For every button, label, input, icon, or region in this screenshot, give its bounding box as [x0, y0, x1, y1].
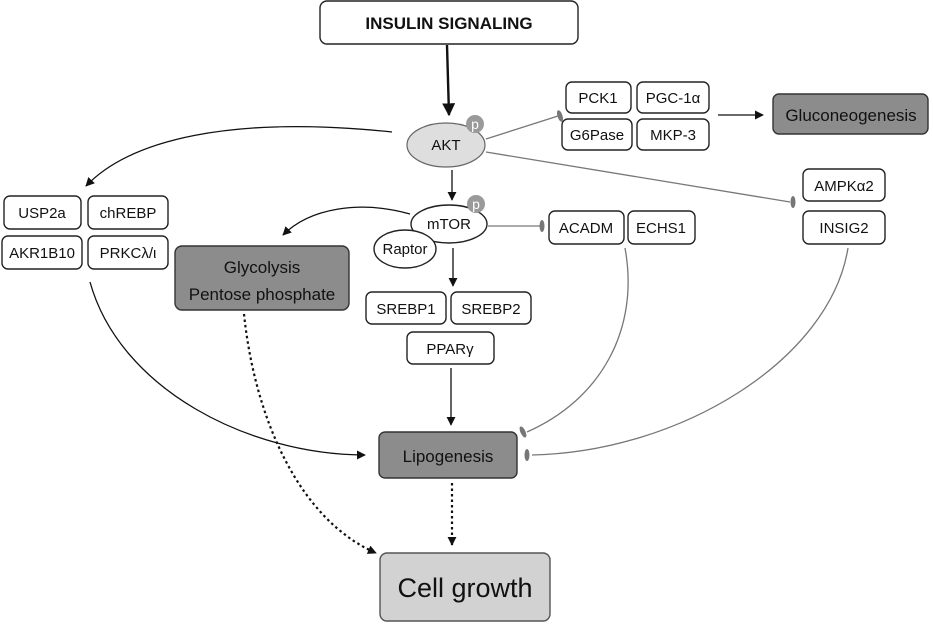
- mtor-to-glycolysis-arrow: [282, 206, 411, 236]
- ppar-node: PPARγ: [406, 331, 495, 365]
- cell-growth-label: Cell growth: [397, 573, 532, 603]
- inhibition-bar: [519, 426, 527, 438]
- pgc1a-node: PGC-1α: [636, 81, 710, 114]
- raptor-label: Raptor: [382, 241, 427, 258]
- acadm-label: ACADM: [559, 220, 613, 237]
- phospho-badge: [467, 195, 485, 213]
- glycolysis-node: Glycolysis Pentose phosphate: [174, 245, 350, 311]
- usp2a-group-to-lipogenesis-arrow: [89, 281, 366, 460]
- phospho-label: p: [472, 196, 480, 212]
- acadm-group-inhibits-lipogenesis: [526, 247, 629, 433]
- inhibition-bar: [524, 449, 530, 461]
- inhibition-bar: [556, 110, 564, 122]
- prkc-node: PRKCλ/ι: [87, 235, 169, 270]
- phospho-label: p: [471, 116, 479, 132]
- insulin-signaling-label: INSULIN SIGNALING: [365, 14, 532, 33]
- srebp2-node: SREBP2: [450, 291, 532, 325]
- echs1-label: ECHS1: [636, 220, 686, 237]
- phospho-badge: [466, 115, 484, 133]
- akt-node: AKT p: [406, 115, 486, 168]
- glycolysis-to-cellgrowth-dotted-arrow: [242, 313, 377, 555]
- insulin-to-akt-arrow: [442, 44, 456, 117]
- chrebp-node: chREBP: [87, 195, 169, 230]
- cell-growth-node: Cell growth: [379, 552, 551, 622]
- mkp3-label: MKP-3: [650, 127, 696, 144]
- akr1b10-label: AKR1B10: [9, 245, 75, 262]
- g6pase-label: G6Pase: [570, 127, 624, 144]
- mkp3-node: MKP-3: [636, 118, 710, 151]
- insulin-signaling-node: INSULIN SIGNALING: [319, 0, 579, 45]
- gluconeogenesis-label: Gluconeogenesis: [785, 106, 916, 125]
- srebp1-label: SREBP1: [376, 301, 435, 318]
- srebp2-label: SREBP2: [461, 301, 520, 318]
- insig2-node: INSIG2: [802, 210, 886, 245]
- usp2a-node: USP2a: [3, 195, 82, 230]
- akt-label: AKT: [431, 137, 460, 154]
- pck1-label: PCK1: [578, 90, 617, 107]
- mtor-node: mTOR p: [410, 195, 488, 244]
- mtor-label: mTOR: [427, 216, 471, 233]
- insig2-label: INSIG2: [819, 220, 868, 237]
- inhibition-bar: [790, 196, 796, 208]
- raptor-node: Raptor: [373, 229, 437, 269]
- insig2-inhibits-lipogenesis: [531, 247, 849, 456]
- chrebp-label: chREBP: [100, 205, 157, 222]
- pgc1a-label: PGC-1α: [646, 90, 701, 107]
- akt-inhibits-pck1-group: [485, 115, 559, 140]
- pentose-phosphate-label: Pentose phosphate: [189, 285, 336, 304]
- usp2a-label: USP2a: [18, 205, 66, 222]
- echs1-node: ECHS1: [627, 210, 696, 245]
- srebp1-node: SREBP1: [365, 291, 447, 325]
- ampka2-node: AMPKα2: [802, 168, 886, 202]
- ampka2-label: AMPKα2: [814, 178, 874, 195]
- edges: [85, 44, 849, 555]
- akr1b10-node: AKR1B10: [1, 235, 83, 270]
- acadm-node: ACADM: [548, 210, 625, 245]
- pck1-node: PCK1: [565, 81, 632, 114]
- akt-inhibits-ampk-group: [485, 151, 791, 203]
- glycolysis-label: Glycolysis: [224, 258, 301, 277]
- prkc-label: PRKCλ/ι: [100, 245, 157, 262]
- lipogenesis-label: Lipogenesis: [403, 447, 494, 466]
- gluconeogenesis-node: Gluconeogenesis: [772, 93, 929, 135]
- inhibition-bar: [539, 220, 545, 232]
- lipogenesis-node: Lipogenesis: [378, 431, 518, 479]
- g6pase-node: G6Pase: [561, 118, 633, 151]
- ppar-label: PPARγ: [426, 341, 474, 358]
- akt-to-usp2a-group-arrow: [85, 126, 393, 187]
